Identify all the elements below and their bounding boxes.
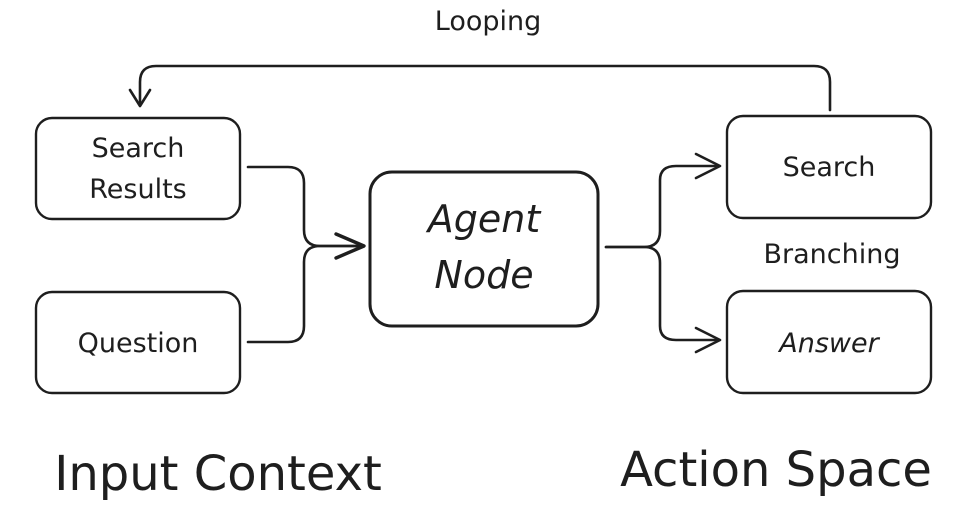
question-node: Question [34,290,242,395]
agent-to-answer-edge [604,245,722,354]
action-space-title: Action Space [620,442,932,498]
answer-label: Answer [777,328,880,359]
question-label: Question [78,328,199,359]
agent-node: Agent Node [368,170,600,328]
search-results-node: Search Results [34,116,242,221]
looping-edge [128,64,832,112]
answer-node: Answer [725,289,933,395]
branching-label: Branching [764,239,901,270]
looping-label: Looping [435,6,542,37]
question-to-agent-edge [246,244,364,344]
agent-line1: Agent [425,197,543,241]
agent-to-search-edge [604,152,722,249]
search-node: Search [725,114,933,220]
search-results-line1: Search [92,133,185,164]
agent-input-arrowhead [334,232,366,260]
agent-line2: Node [434,253,533,297]
search-results-line2: Results [89,174,187,205]
search-results-to-agent-edge [246,165,364,248]
search-label: Search [783,152,876,183]
input-context-title: Input Context [54,446,382,502]
